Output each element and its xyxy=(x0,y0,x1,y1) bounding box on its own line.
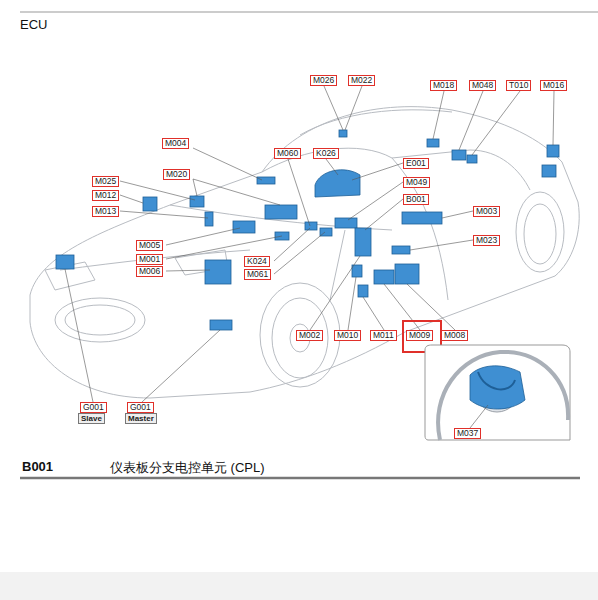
footer-rule xyxy=(20,477,580,480)
callout-number: M049 xyxy=(403,177,430,188)
callout-number: M026 xyxy=(310,75,337,86)
callout-number: M001 xyxy=(136,254,163,265)
callout-number: M060 xyxy=(274,148,301,159)
unit-role-tag: Slave xyxy=(78,413,105,424)
callout-number: M008 xyxy=(441,330,468,341)
callout-number: M025 xyxy=(92,176,119,187)
part-code: B001 xyxy=(22,459,53,474)
steering-inset xyxy=(425,345,570,440)
callout-number: M061 xyxy=(244,269,271,280)
part-description: 仪表板分支电控单元 (CPL) xyxy=(110,459,265,477)
callout-number: M018 xyxy=(430,80,457,91)
callout-number: M016 xyxy=(540,80,567,91)
callout-number: M012 xyxy=(92,190,119,201)
unit-role-tag: Master xyxy=(125,413,157,424)
callout-number: M022 xyxy=(348,75,375,86)
callout-number: G001 xyxy=(127,402,154,413)
callout-number: M020 xyxy=(163,169,190,180)
callout-number: T010 xyxy=(506,80,531,91)
callout-number: M023 xyxy=(473,235,500,246)
callout-number: K024 xyxy=(244,256,270,267)
callout-number: M048 xyxy=(469,80,496,91)
callout-number: M003 xyxy=(473,206,500,217)
ecu-modules xyxy=(56,130,559,330)
callout-number: M011 xyxy=(370,330,397,341)
callout-number: M004 xyxy=(162,138,189,149)
callout-number: M009 xyxy=(406,330,433,341)
callout-number: E001 xyxy=(403,158,429,169)
bottom-band xyxy=(0,572,598,600)
top-rule xyxy=(20,12,598,13)
page-title: ECU xyxy=(20,17,47,32)
callout-number: B001 xyxy=(403,194,429,205)
callout-number: G001 xyxy=(80,402,107,413)
callout-number: M037 xyxy=(454,428,481,439)
callout-number: M002 xyxy=(296,330,323,341)
callout-number: M013 xyxy=(92,206,119,217)
callout-number: M005 xyxy=(136,240,163,251)
callout-number: K026 xyxy=(313,148,339,159)
callout-number: M006 xyxy=(136,266,163,277)
callout-number: M010 xyxy=(334,330,361,341)
